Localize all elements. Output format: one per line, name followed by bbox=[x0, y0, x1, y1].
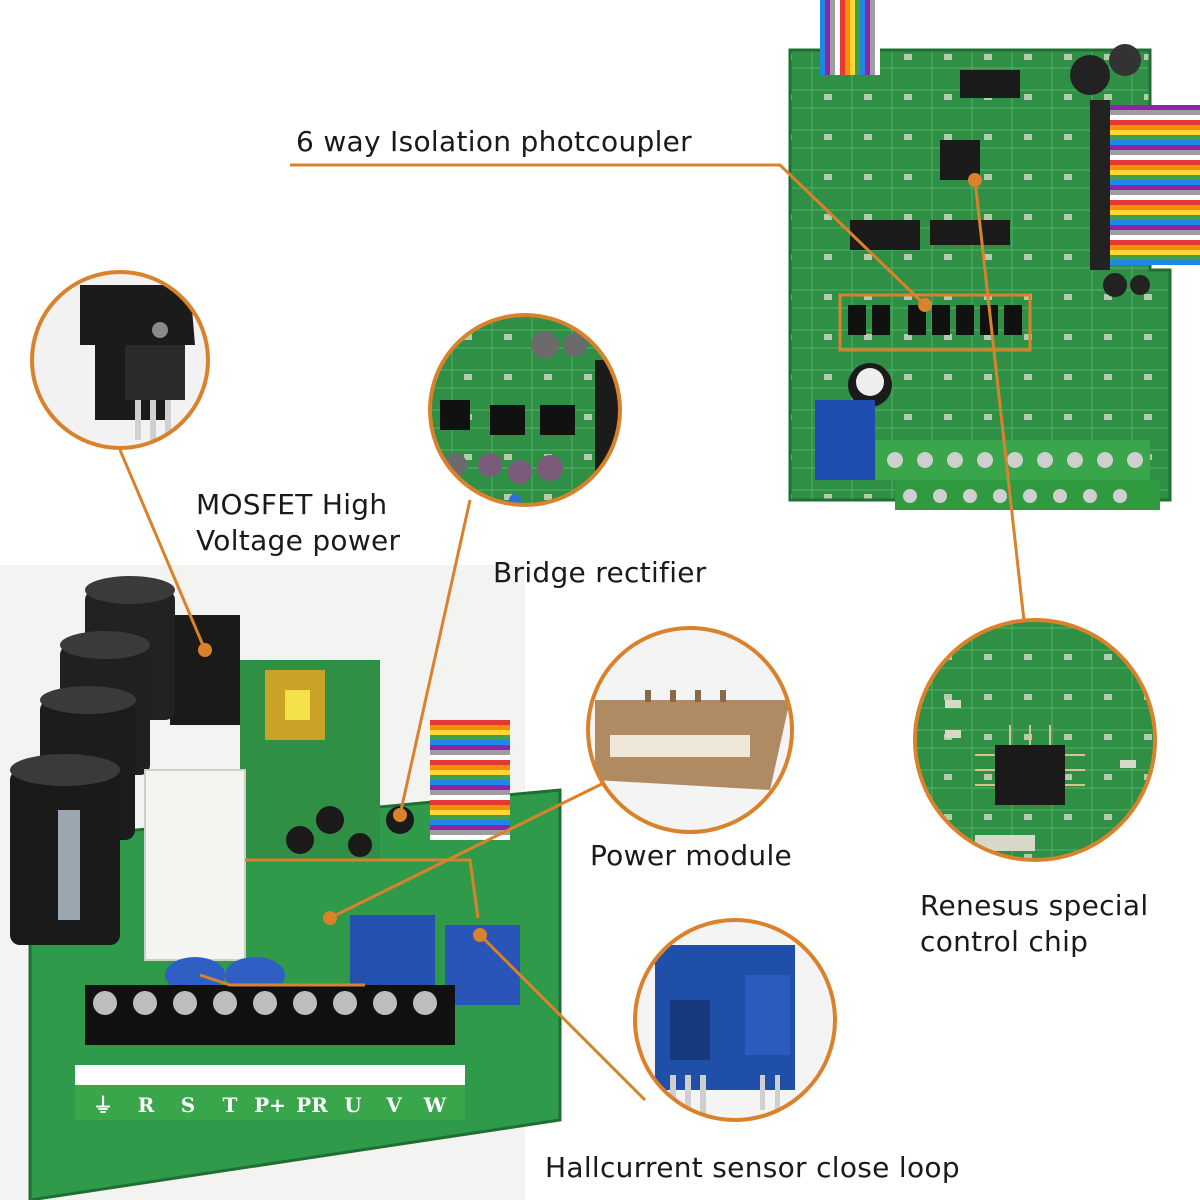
label-bridge-rectifier: Bridge rectifier bbox=[493, 556, 707, 589]
terminal-label: W bbox=[423, 1093, 447, 1117]
label-mosfet-line1: MOSFET High bbox=[196, 488, 388, 521]
terminal-label: P+ bbox=[254, 1093, 286, 1117]
callout-bridge bbox=[428, 313, 622, 507]
label-power-module: Power module bbox=[590, 839, 793, 872]
label-renesas-line2: control chip bbox=[920, 925, 1089, 958]
leader-photocoupler bbox=[290, 163, 927, 307]
callout-hall-sensor bbox=[633, 918, 837, 1122]
power-board bbox=[0, 565, 562, 1200]
leader-hall bbox=[478, 933, 647, 1102]
callout-power-module bbox=[586, 626, 794, 834]
terminal-labels: ⏚ R S T P+ PR U V W bbox=[93, 1093, 447, 1117]
terminal-label: R bbox=[138, 1093, 155, 1117]
terminal-label: T bbox=[223, 1093, 238, 1117]
callout-renesas bbox=[913, 618, 1157, 862]
label-photocoupler: 6 way Isolation photcoupler bbox=[296, 125, 692, 158]
terminal-label: S bbox=[181, 1093, 195, 1117]
leader-power-module bbox=[329, 773, 621, 920]
leader-lines bbox=[118, 163, 1027, 1102]
terminal-label: PR bbox=[296, 1093, 328, 1117]
leader-bridge bbox=[398, 499, 472, 816]
leader-renesas bbox=[973, 179, 1027, 631]
label-renesas-line1: Renesus special bbox=[920, 889, 1149, 922]
leader-module-detail bbox=[245, 858, 480, 919]
terminal-label: U bbox=[344, 1093, 361, 1117]
label-hall-sensor: Hallcurrent sensor close loop bbox=[545, 1151, 960, 1184]
terminal-label: ⏚ bbox=[93, 1093, 113, 1117]
control-board bbox=[788, 0, 1200, 510]
leader-hall-detail bbox=[199, 973, 365, 987]
terminal-label: V bbox=[385, 1093, 402, 1117]
label-mosfet-line2: Voltage power bbox=[196, 524, 401, 557]
callout-mosfet bbox=[30, 270, 210, 450]
leader-mosfet bbox=[118, 449, 207, 651]
